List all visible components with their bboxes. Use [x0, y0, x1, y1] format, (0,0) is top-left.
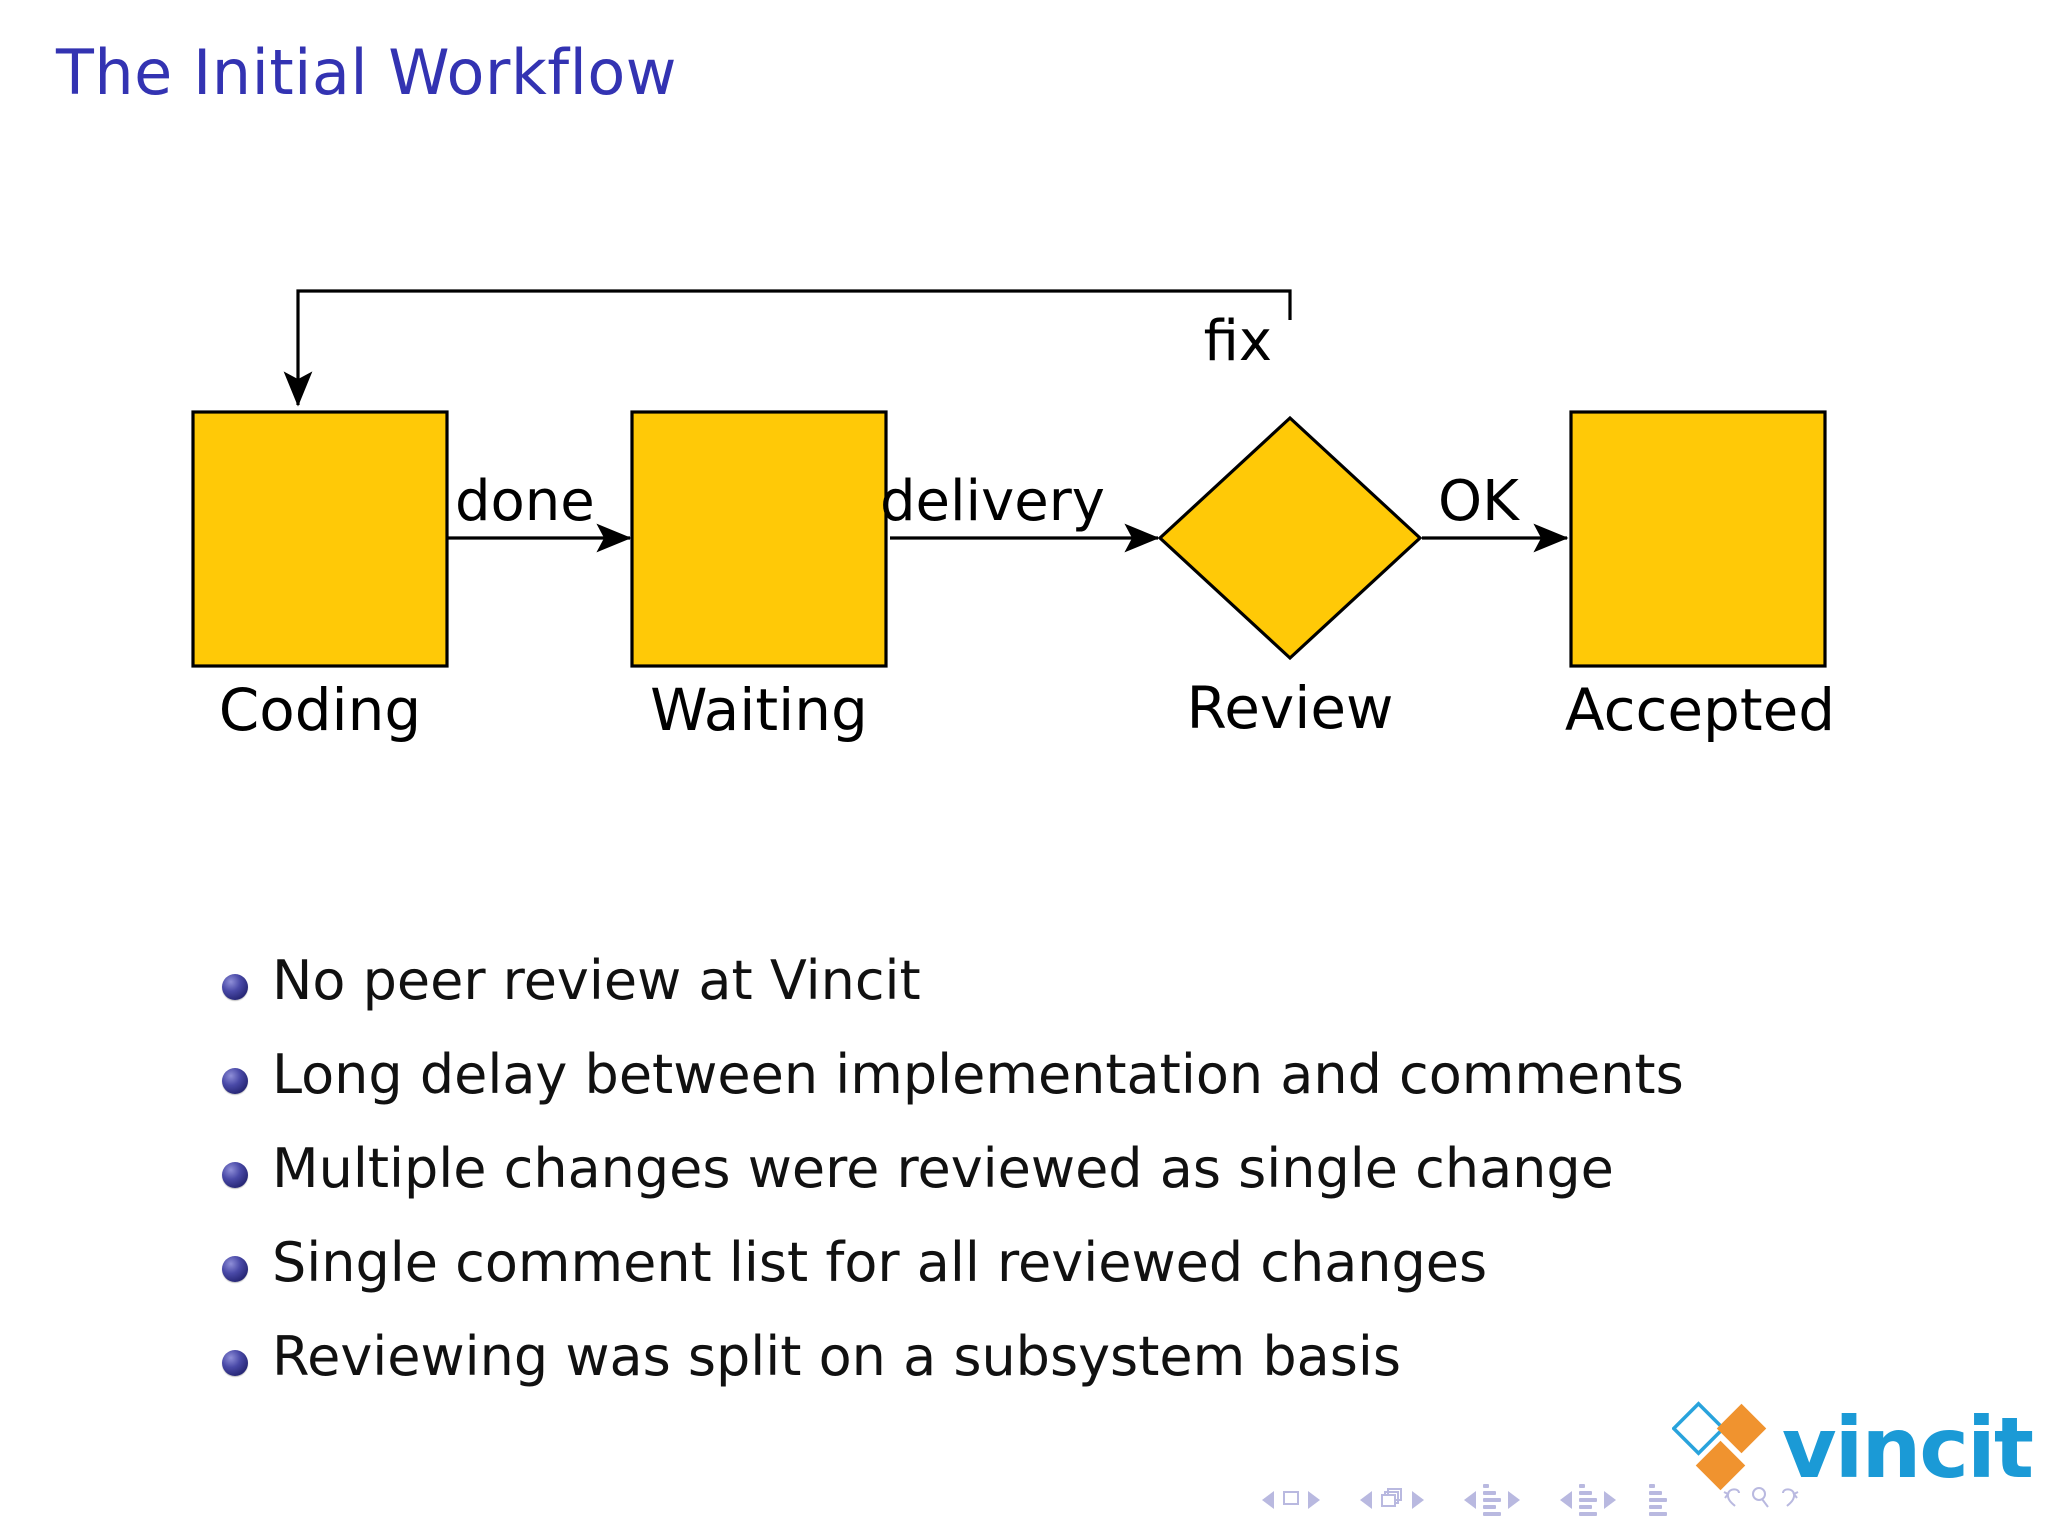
node-label-accepted: Accepted	[1565, 676, 1835, 744]
edge-fix-path	[283, 289, 1292, 407]
bullet-list: No peer review at Vincit Long delay betw…	[222, 949, 1822, 1422]
frames-icon[interactable]	[1379, 1487, 1405, 1513]
forward-icon[interactable]	[1775, 1484, 1803, 1516]
node-waiting-shape	[630, 410, 888, 668]
workflow-diagram: done delivery OK fix Coding Waiting Revi…	[0, 150, 2048, 790]
beamer-navigation-bar	[1255, 1478, 1803, 1522]
list-item-label: Reviewing was split on a subsystem basis	[272, 1325, 1401, 1388]
nav-group-subsection	[1457, 1484, 1527, 1516]
bullet-icon	[222, 1068, 248, 1094]
next-frame-icon[interactable]	[1412, 1491, 1424, 1509]
list-item: Multiple changes were reviewed as single…	[222, 1137, 1822, 1234]
node-label-review: Review	[1187, 674, 1394, 742]
bullet-icon	[222, 1256, 248, 1282]
node-coding-shape	[191, 410, 449, 668]
edge-label-delivery: delivery	[880, 469, 1105, 534]
edge-label-done: done	[455, 469, 595, 534]
node-review-shape	[1157, 415, 1423, 661]
node-accepted-shape	[1569, 410, 1827, 668]
search-icon[interactable]	[1747, 1484, 1775, 1516]
bullet-icon	[222, 1350, 248, 1376]
edge-label-fix: fix	[1204, 309, 1272, 374]
nav-group-slide	[1255, 1488, 1327, 1512]
section-icon[interactable]	[1579, 1484, 1597, 1516]
bullet-icon	[222, 1162, 248, 1188]
prev-subsection-icon[interactable]	[1464, 1491, 1476, 1509]
list-item-label: Long delay between implementation and co…	[272, 1043, 1684, 1106]
nav-group-presentation	[1649, 1484, 1667, 1516]
subsection-icon[interactable]	[1483, 1484, 1501, 1516]
vincit-wordmark: vincit	[1781, 1399, 2034, 1497]
list-item-label: Multiple changes were reviewed as single…	[272, 1137, 1614, 1200]
vincit-diamonds-icon	[1671, 1401, 1767, 1491]
page-title: The Initial Workflow	[56, 36, 677, 109]
nav-group-section	[1553, 1484, 1623, 1516]
list-item: Reviewing was split on a subsystem basis	[222, 1325, 1822, 1422]
prev-frame-icon[interactable]	[1360, 1491, 1372, 1509]
list-item: No peer review at Vincit	[222, 949, 1822, 1046]
list-item-label: Single comment list for all reviewed cha…	[272, 1231, 1488, 1294]
node-label-waiting: Waiting	[650, 676, 868, 744]
prev-slide-icon[interactable]	[1262, 1491, 1274, 1509]
list-item-label: No peer review at Vincit	[272, 949, 921, 1012]
next-slide-icon[interactable]	[1308, 1491, 1320, 1509]
vincit-logo: vincit	[1671, 1398, 2034, 1498]
next-section-icon[interactable]	[1604, 1491, 1616, 1509]
node-label-coding: Coding	[219, 676, 422, 744]
prev-section-icon[interactable]	[1560, 1491, 1572, 1509]
list-item: Long delay between implementation and co…	[222, 1043, 1822, 1140]
workflow-svg: done delivery OK fix Coding Waiting Revi…	[191, 289, 1835, 744]
edge-label-ok: OK	[1438, 469, 1520, 534]
back-icon[interactable]	[1719, 1484, 1747, 1516]
nav-group-frame	[1353, 1487, 1431, 1513]
next-subsection-icon[interactable]	[1508, 1491, 1520, 1509]
slide-icon[interactable]	[1281, 1488, 1301, 1512]
bullet-icon	[222, 974, 248, 1000]
nav-group-history	[1719, 1484, 1803, 1516]
presentation-icon[interactable]	[1649, 1484, 1667, 1516]
list-item: Single comment list for all reviewed cha…	[222, 1231, 1822, 1328]
